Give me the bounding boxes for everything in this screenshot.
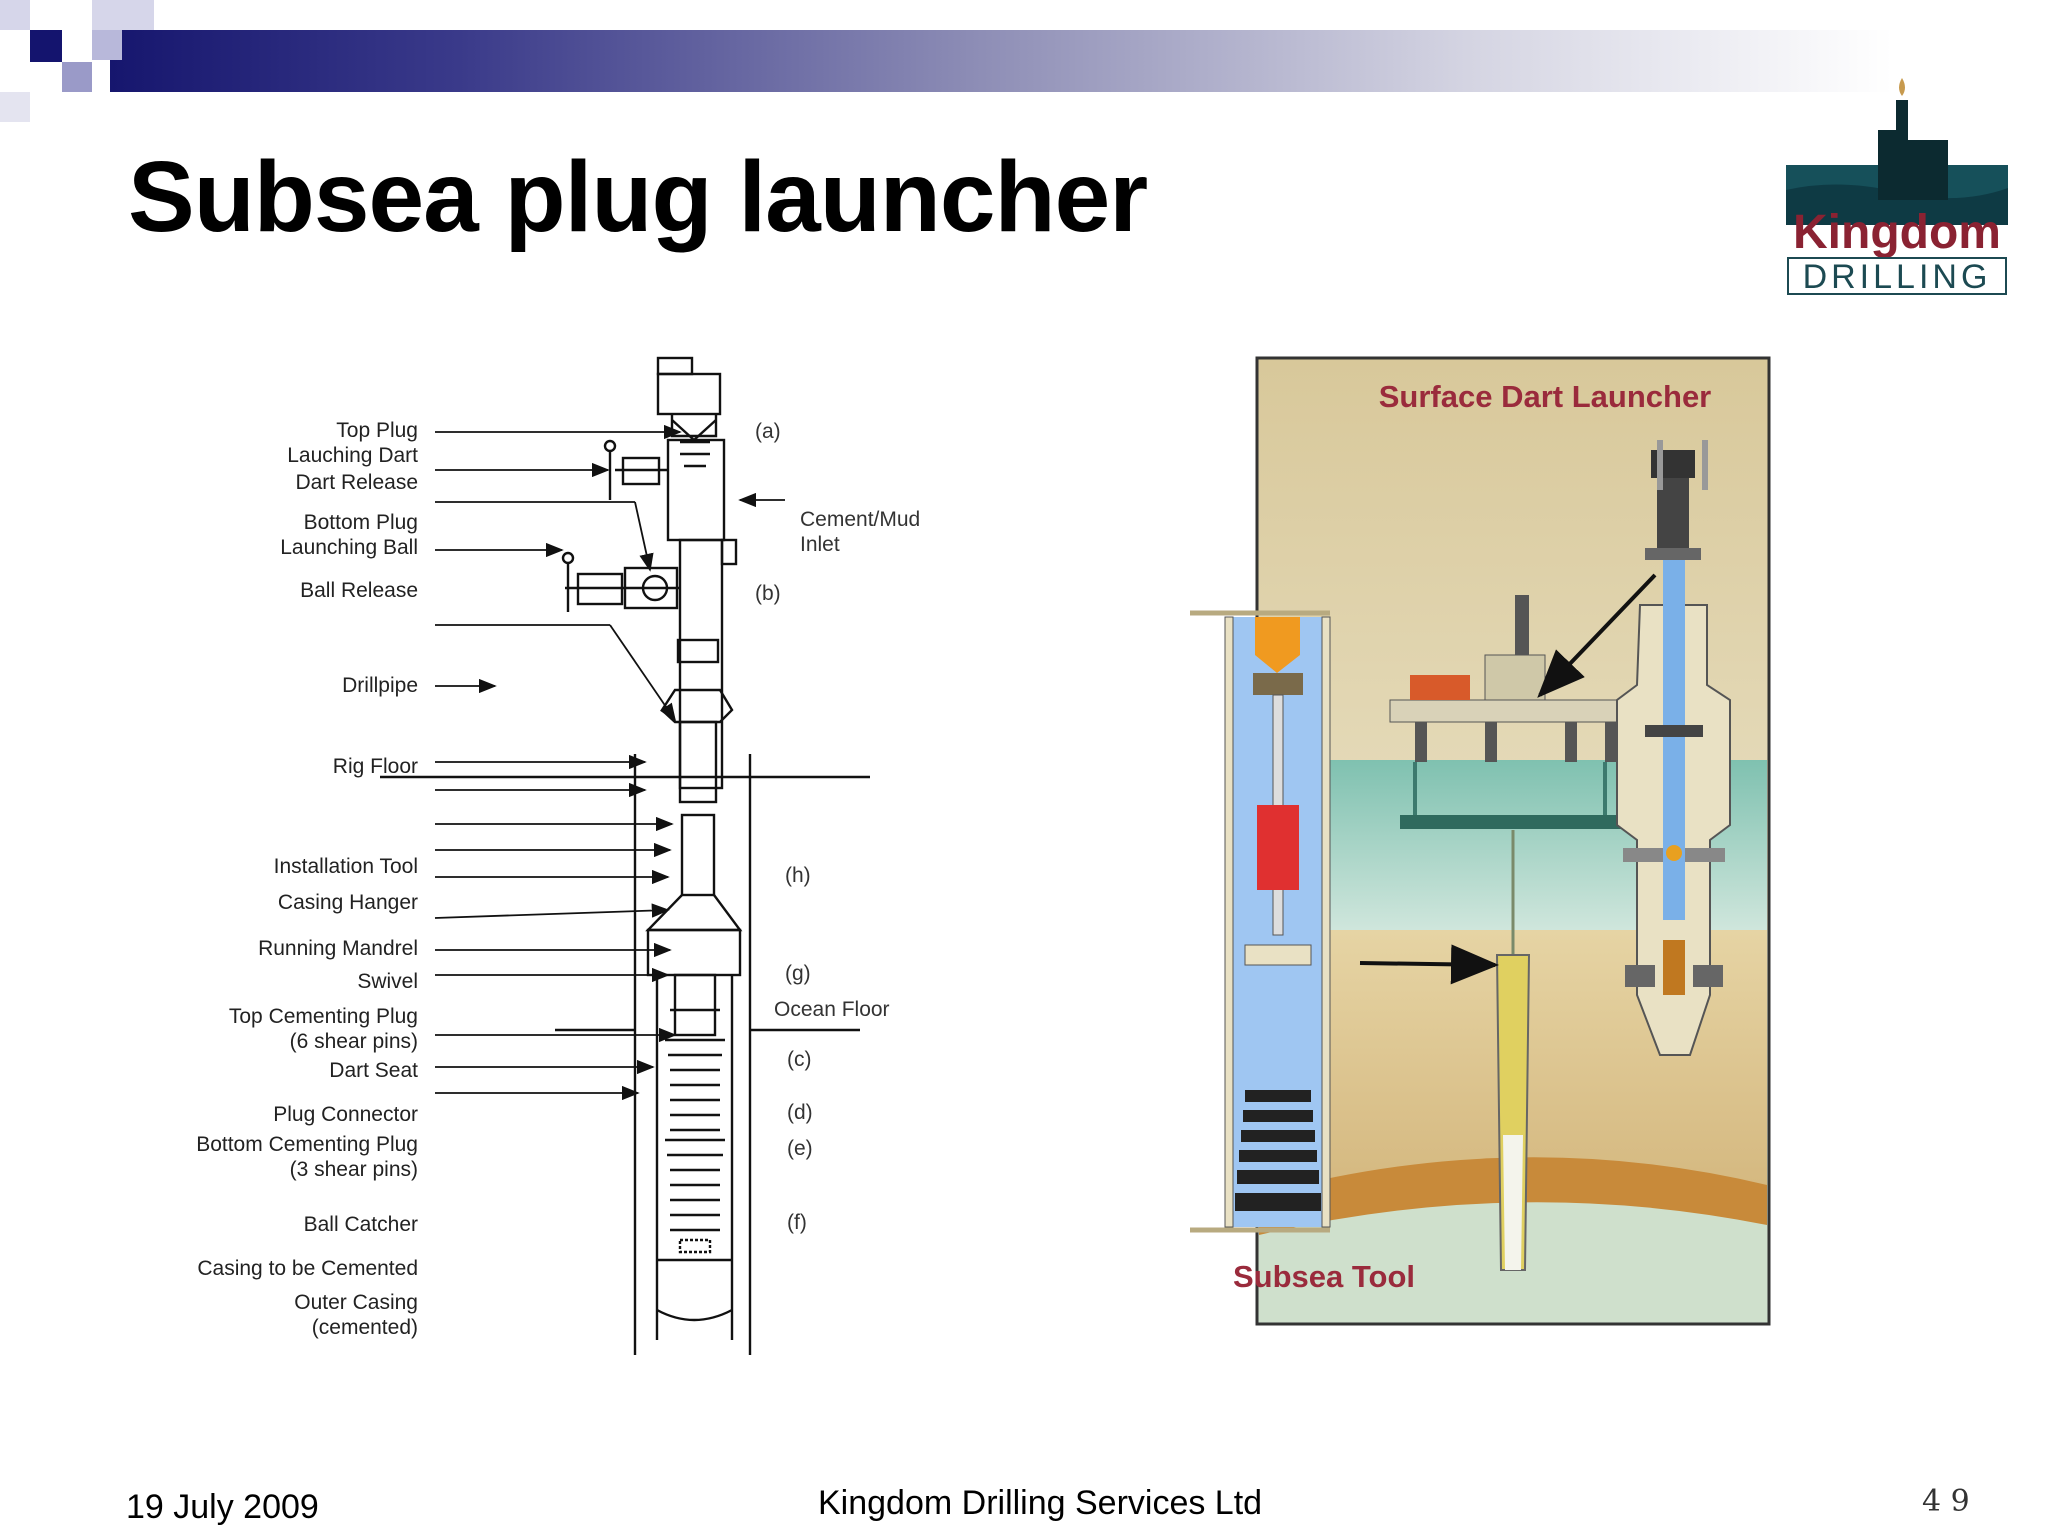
- tag-d: (d): [787, 1101, 813, 1124]
- label-installation-tool: Installation Tool: [273, 855, 418, 878]
- launcher-cap: [656, 356, 694, 376]
- label-bottom-plug: Bottom Plug: [303, 511, 418, 534]
- label-dart-seat: Dart Seat: [329, 1059, 418, 1082]
- header-square-light-2: [92, 0, 154, 30]
- header-square-dark: [30, 30, 62, 62]
- cement-inlet: [720, 538, 738, 566]
- label-top-cementing-plug: Top Cementing Plug: [228, 1005, 418, 1028]
- label-outer-casing: Outer Casing: [294, 1291, 418, 1314]
- drillpipe: [678, 720, 718, 804]
- tag-b: (b): [755, 582, 781, 605]
- logo-text-kingdom: Kingdom: [1793, 206, 2001, 259]
- label-dart-release: Dart Release: [295, 471, 418, 494]
- logo-drilling-box: [1787, 257, 2007, 295]
- label-top-plug: Top Plug: [336, 419, 418, 442]
- label-three-shear-pins: (3 shear pins): [289, 1158, 418, 1181]
- tag-c: (c): [787, 1048, 812, 1071]
- header-square-mid-1: [92, 30, 122, 60]
- page-number: 4 9: [1922, 1484, 1970, 1519]
- label-bottom-cementing-plug: Bottom Cementing Plug: [196, 1133, 418, 1156]
- label-six-shear-pins: (6 shear pins): [289, 1030, 418, 1053]
- label-ball-release: Ball Release: [300, 579, 418, 602]
- dart-release-valve: [621, 456, 661, 486]
- tag-f: (f): [787, 1211, 807, 1234]
- oil-rig-logo-icon: [1786, 78, 2008, 225]
- footer-date: 19 July 2009: [126, 1488, 319, 1526]
- tag-g: (g): [785, 962, 811, 985]
- tag-h: (h): [785, 864, 811, 887]
- plug-launcher-schematic: [380, 356, 870, 1355]
- tag-e: (e): [787, 1137, 813, 1160]
- header-square-light-3: [0, 92, 30, 122]
- launcher-main-body: [678, 538, 724, 790]
- label-ball-catcher: Ball Catcher: [303, 1213, 418, 1236]
- label-swivel: Swivel: [357, 970, 418, 993]
- drillpipe-joint: [676, 638, 720, 664]
- header-square-light-1: [0, 0, 30, 30]
- subsea-tool-label: Subsea Tool: [1233, 1259, 1415, 1294]
- header-square-mid-2: [62, 62, 92, 92]
- label-drillpipe: Drillpipe: [342, 674, 418, 697]
- label-inlet: Inlet: [800, 533, 840, 556]
- subsea-tool-cutaway: [1190, 610, 1331, 1233]
- ball-release-valve: [576, 572, 624, 606]
- footer-company: Kingdom Drilling Services Ltd: [818, 1484, 1263, 1522]
- running-mandrel: [673, 973, 717, 1037]
- label-ocean-floor: Ocean Floor: [774, 998, 890, 1021]
- label-outer-casing-cemented: (cemented): [311, 1316, 418, 1339]
- slide-title: Subsea plug launcher: [128, 141, 1148, 253]
- label-casing-hanger: Casing Hanger: [277, 891, 418, 914]
- label-launching-ball: Launching Ball: [280, 536, 418, 559]
- drilling-rig: [1389, 595, 1625, 829]
- casing-hanger: [646, 928, 742, 977]
- logo-text-drilling: DRILLING: [1803, 258, 1992, 296]
- kingdom-drilling-logo: Kingdom DRILLING: [1786, 78, 2008, 296]
- label-lauching-dart: Lauching Dart: [287, 444, 418, 467]
- label-cement-mud: Cement/Mud: [800, 508, 921, 531]
- launcher-head: [656, 372, 722, 416]
- header-gradient-bar: [110, 30, 2048, 92]
- label-rig-floor: Rig Floor: [332, 755, 418, 778]
- subsea-launcher-illustration: Surface Dart Launcher Subsea Tool: [1190, 356, 1771, 1326]
- label-casing-to-be-cemented: Casing to be Cemented: [197, 1257, 418, 1280]
- label-running-mandrel: Running Mandrel: [258, 937, 418, 960]
- surface-dart-launcher-label: Surface Dart Launcher: [1379, 379, 1712, 414]
- label-plug-connector: Plug Connector: [273, 1103, 418, 1126]
- tag-a: (a): [755, 420, 781, 443]
- surface-dart-launcher-cutaway: [1616, 440, 1731, 1056]
- ball-catcher: [678, 1238, 712, 1254]
